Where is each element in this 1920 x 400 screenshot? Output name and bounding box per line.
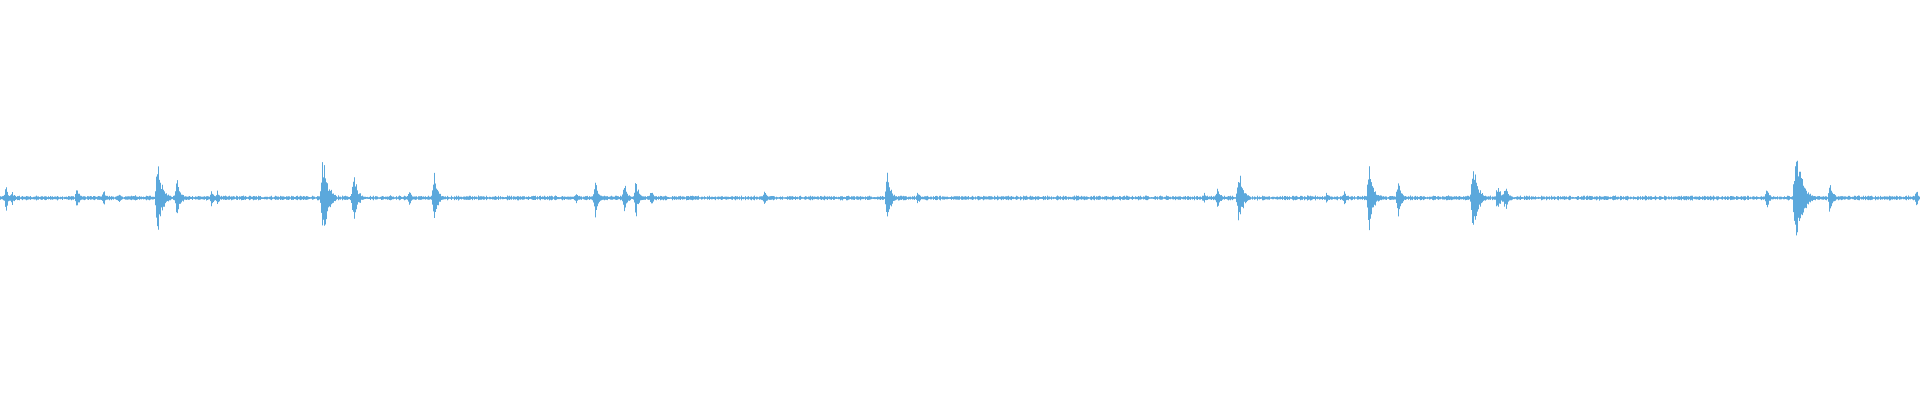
waveform-signal <box>0 160 1920 236</box>
